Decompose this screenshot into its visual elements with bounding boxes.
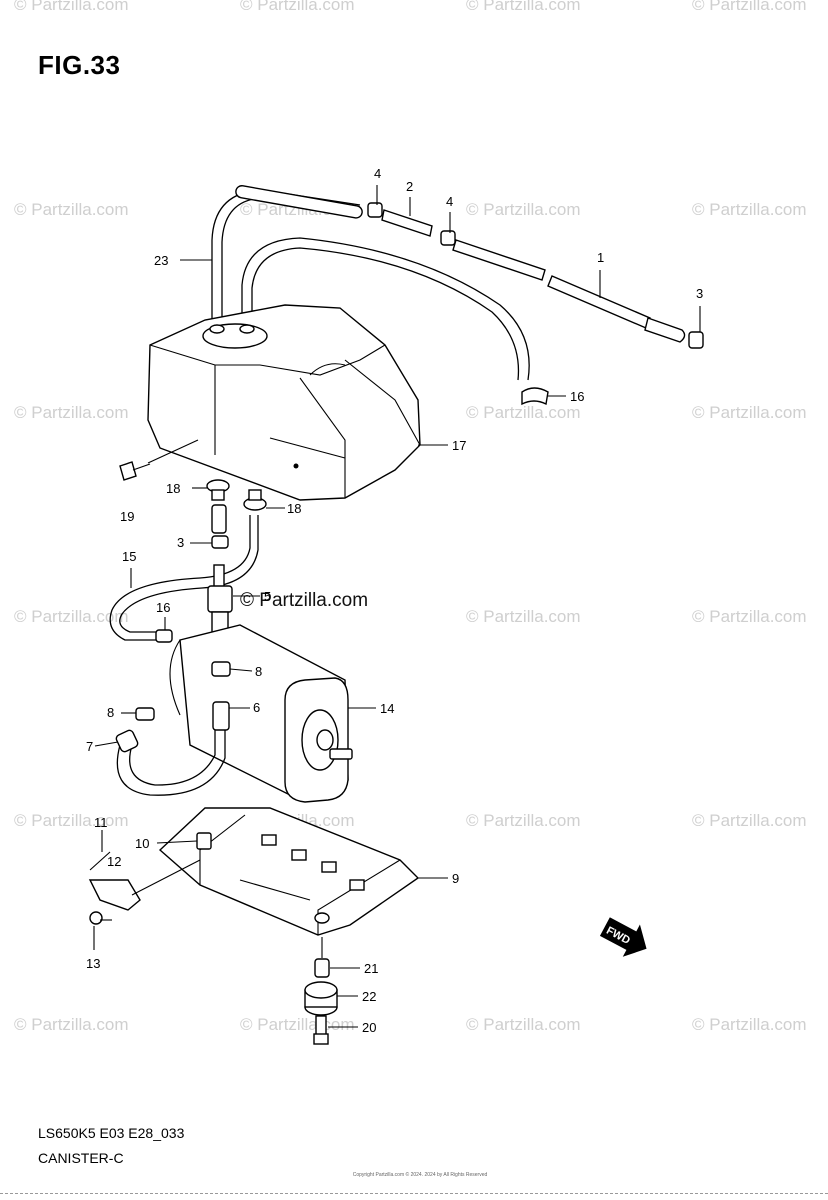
watermark: © Partzilla.com xyxy=(14,811,129,830)
hose-1 xyxy=(452,239,686,343)
bracket-9 xyxy=(158,807,420,936)
bottom-divider xyxy=(0,1193,828,1194)
callout-1: 1 xyxy=(597,250,604,265)
watermark: © Partzilla.com xyxy=(240,1015,355,1034)
clamp-3 xyxy=(688,331,704,349)
hose-15 xyxy=(109,515,259,641)
leader-lines xyxy=(89,185,701,1028)
callout-8: 8 xyxy=(107,705,114,720)
callout-13: 13 xyxy=(86,956,100,971)
callout-3: 3 xyxy=(177,535,184,550)
bolt-20 xyxy=(313,1015,329,1045)
collar-21 xyxy=(314,958,330,978)
figure-title: FIG.33 xyxy=(38,50,121,80)
watermark: © Partzilla.com xyxy=(466,0,581,14)
watermark: © Partzilla.com xyxy=(466,607,581,626)
forward-arrow-icon: FWD xyxy=(599,917,647,957)
watermark: © Partzilla.com xyxy=(14,200,129,219)
canister-tank-17 xyxy=(147,304,421,501)
callout-12: 12 xyxy=(107,854,121,869)
screw-13 xyxy=(89,911,112,925)
section-name: CANISTER-C xyxy=(38,1150,124,1166)
hose-2 xyxy=(381,209,433,237)
callout-11: 11 xyxy=(94,815,108,830)
watermark: © Partzilla.com xyxy=(466,200,581,219)
callout-18: 18 xyxy=(287,501,301,516)
copyright-notice: Copyright Partzilla.com © 2024. 2024 by … xyxy=(352,1172,488,1178)
callout-16: 16 xyxy=(570,389,584,404)
callout-3: 3 xyxy=(696,286,703,301)
callout-23: 23 xyxy=(154,253,168,268)
watermark: © Partzilla.com xyxy=(14,0,129,14)
clamp-16 xyxy=(155,629,173,643)
callout-2: 2 xyxy=(406,179,413,194)
callout-9: 9 xyxy=(452,871,459,886)
pipe xyxy=(211,504,227,534)
callout-10: 10 xyxy=(135,836,149,851)
clamp-3 xyxy=(211,535,229,549)
cushion-22 xyxy=(304,981,338,1016)
watermark: © Partzilla.com xyxy=(692,1015,807,1034)
clamp-12 xyxy=(88,879,141,911)
watermark: © Partzilla.com xyxy=(692,607,807,626)
callout-4: 4 xyxy=(374,166,381,181)
clamp-8 xyxy=(135,707,155,721)
watermark: © Partzilla.com xyxy=(692,0,807,14)
clamp-8 xyxy=(211,661,231,677)
callout-15: 15 xyxy=(122,549,136,564)
watermark: © Partzilla.com xyxy=(692,811,807,830)
clamp-16 xyxy=(521,387,549,406)
watermark: © Partzilla.com xyxy=(14,607,129,626)
watermark: © Partzilla.com xyxy=(240,0,355,14)
watermark: © Partzilla.com xyxy=(14,403,129,422)
callout-19: 19 xyxy=(120,509,134,524)
callout-14: 14 xyxy=(380,701,394,716)
grommet-18 xyxy=(206,479,267,511)
pipe-6 xyxy=(212,701,230,731)
callout-21: 21 xyxy=(364,961,378,976)
callout-22: 22 xyxy=(362,989,376,1004)
damper-10 xyxy=(196,832,212,850)
watermark: © Partzilla.com xyxy=(692,403,807,422)
callout-7: 7 xyxy=(86,739,93,754)
watermark-prominent: © Partzilla.com xyxy=(240,590,368,611)
watermark: © Partzilla.com xyxy=(692,200,807,219)
callout-20: 20 xyxy=(362,1020,376,1035)
callout-6: 6 xyxy=(253,700,260,715)
watermark: © Partzilla.com xyxy=(466,1015,581,1034)
callout-4: 4 xyxy=(446,194,453,209)
callout-5: 5 xyxy=(264,589,271,604)
callout-17: 17 xyxy=(452,438,466,453)
callout-8: 8 xyxy=(255,664,262,679)
valve-5 xyxy=(207,564,233,635)
callout-labels: 1 2 3 3 4 4 5 6 7 8 8 9 10 11 12 13 14 1… xyxy=(86,166,703,1035)
watermark: © Partzilla.com xyxy=(14,1015,129,1034)
callout-18: 18 xyxy=(166,481,180,496)
breather-hoses xyxy=(211,185,530,381)
watermark: © Partzilla.com xyxy=(466,403,581,422)
hose-7 xyxy=(115,729,226,796)
screw-19 xyxy=(119,461,151,481)
clamp-4 xyxy=(367,202,456,246)
watermark: © Partzilla.com xyxy=(466,811,581,830)
callout-16: 16 xyxy=(156,600,170,615)
model-code: LS650K5 E03 E28_033 xyxy=(38,1125,185,1141)
